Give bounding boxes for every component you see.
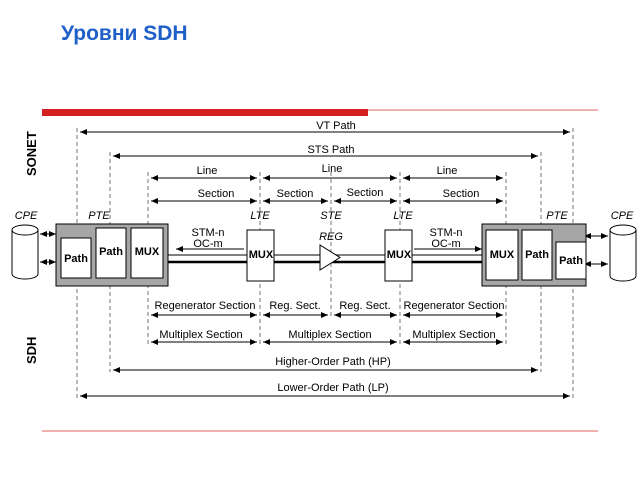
multiplex-section-label-1: Multiplex Section	[159, 329, 242, 341]
reg-label: REG	[319, 231, 343, 243]
top-red-bar	[42, 109, 368, 116]
mux-block-lte-right	[384, 229, 413, 282]
path-block-left-2	[95, 227, 127, 279]
cpe-links	[40, 231, 608, 267]
mux-block-lte-left	[246, 229, 275, 282]
reg-sect-label-2: Reg. Sect.	[339, 300, 390, 312]
cpe-left-label: CPE	[15, 210, 38, 222]
path-label-right-1: Path	[525, 249, 549, 261]
reg-triangle	[319, 244, 341, 271]
path-block-left-1	[60, 237, 92, 279]
cpe-left-cylinder	[11, 224, 39, 280]
vt-path-label: VT Path	[316, 120, 356, 132]
sts-path-label: STS Path	[307, 144, 354, 156]
ste-label: STE	[320, 210, 342, 222]
path-label-left-2: Path	[99, 246, 123, 258]
higher-order-path-label: Higher-Order Path (HP)	[275, 356, 391, 368]
mux-label-lte-left: MUX	[249, 249, 274, 261]
lower-order-path-label: Lower-Order Path (LP)	[277, 382, 388, 394]
lte-left-label: LTE	[250, 210, 270, 222]
sonet-span-labels: VT Path STS Path Line Line Line Section …	[197, 119, 480, 200]
mux-block-left	[130, 227, 164, 279]
path-block-right-1	[521, 229, 553, 281]
multiplex-section-label-2: Multiplex Section	[288, 329, 371, 341]
mux-label-right: MUX	[490, 249, 515, 261]
node-labels: CPE PTE LTE STE LTE PTE CPE	[15, 210, 634, 222]
line-label-middle: Line	[322, 163, 343, 175]
oc-label-right: OC-m	[431, 238, 460, 250]
lte-right-label: LTE	[393, 210, 413, 222]
mux-label-left: MUX	[135, 246, 160, 258]
regen-section-label-2: Regenerator Section	[404, 300, 505, 312]
mux-block-right	[485, 229, 519, 281]
line-label-left: Line	[197, 165, 218, 177]
path-label-right-2: Path	[559, 255, 583, 267]
path-block-right-2	[555, 241, 587, 280]
pte-left-label: PTE	[88, 210, 110, 222]
oc-label-left: OC-m	[193, 238, 222, 250]
sdh-label: SDH	[24, 337, 39, 364]
regen-section-label-1: Regenerator Section	[155, 300, 256, 312]
section-label-1: Section	[198, 188, 235, 200]
line-label-right: Line	[437, 165, 458, 177]
stm-label-right: STM-n	[430, 227, 463, 239]
section-label-3: Section	[347, 187, 384, 199]
sdh-span-labels: Regenerator Section Reg. Sect. Reg. Sect…	[155, 300, 505, 394]
page-title: Уровни SDH	[61, 22, 188, 45]
reg-sect-label-1: Reg. Sect.	[269, 300, 320, 312]
path-label-left-1: Path	[64, 253, 88, 265]
section-label-2: Section	[277, 188, 314, 200]
sdh-spans	[80, 312, 570, 399]
mux-label-lte-right: MUX	[387, 249, 412, 261]
section-label-4: Section	[443, 188, 480, 200]
cpe-right-label: CPE	[611, 210, 634, 222]
stm-label-left: STM-n	[192, 227, 225, 239]
sonet-label: SONET	[24, 131, 39, 176]
multiplex-section-label-3: Multiplex Section	[412, 329, 495, 341]
cpe-right-cylinder	[609, 224, 637, 282]
sonet-spans	[80, 129, 570, 204]
pte-right-label: PTE	[546, 210, 568, 222]
